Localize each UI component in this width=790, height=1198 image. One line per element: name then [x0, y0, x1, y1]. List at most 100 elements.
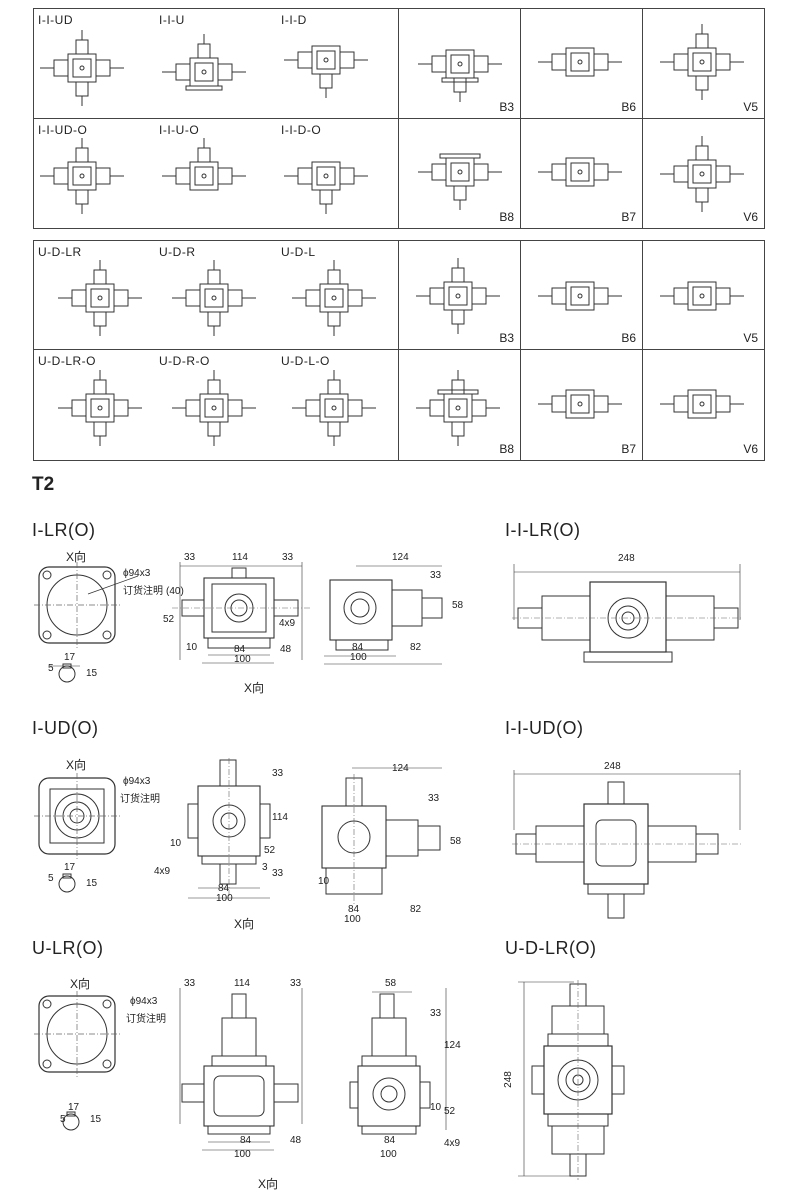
config-label: I-I-U-O: [159, 123, 200, 137]
dim: 10: [186, 642, 198, 653]
drawing-title: I-LR(O): [32, 520, 96, 540]
dim: 52: [163, 614, 175, 625]
front-view-ud: [187, 758, 271, 899]
view-arrow-label: X向: [258, 1177, 279, 1191]
dim: 4x9: [444, 1138, 461, 1149]
gearbox-thumbnail: [162, 138, 246, 191]
dim: 33: [430, 1008, 442, 1019]
dim: 5: [60, 1114, 66, 1125]
dim: 15: [86, 668, 98, 679]
config-label: I-I-D-O: [281, 123, 322, 137]
code-label: B8: [499, 210, 514, 224]
phi-label: ϕ94x3: [123, 568, 151, 579]
cell-b8: B8: [399, 350, 521, 460]
cell-b3: B3: [399, 241, 521, 350]
code-label: B7: [621, 210, 636, 224]
view-label: X向: [66, 758, 87, 772]
dim: 4x9: [279, 618, 296, 629]
front-view-u-lr: [179, 988, 303, 1151]
gearbox-thumbnail: [538, 47, 622, 77]
gearbox-thumbnail: [538, 389, 622, 419]
dim: 10: [318, 876, 330, 887]
config-label: I-I-UD-O: [38, 123, 88, 137]
code-label: V6: [743, 442, 758, 456]
dim: 33: [290, 978, 302, 989]
view-label: X向: [66, 550, 87, 564]
code-label: V5: [743, 331, 758, 345]
drawing-title: I-UD(O): [32, 718, 99, 738]
order-note: 订货注明: [123, 586, 163, 597]
dim: 84: [352, 642, 364, 653]
dim: 84: [240, 1135, 252, 1146]
config-label: U-D-R-O: [159, 354, 210, 368]
gearbox-thumbnail: [660, 24, 744, 100]
gearbox-thumbnail: [538, 157, 622, 187]
drawing-title: I-I-UD(O): [505, 718, 584, 738]
gearbox-thumbnail: [416, 370, 500, 446]
cell-v6: V6: [643, 119, 764, 228]
gearbox-thumbnail: [660, 136, 744, 212]
gearbox-thumbnail: [418, 49, 502, 102]
dim: 52: [444, 1106, 456, 1117]
keyway-detail-3: [62, 1111, 80, 1131]
dim: 124: [444, 1040, 461, 1051]
side-view-ud: [321, 767, 442, 904]
code-label: V5: [743, 100, 758, 114]
dim: 10: [170, 838, 182, 849]
dim: 33: [184, 978, 196, 989]
dim: (40): [166, 586, 184, 597]
view-label: X向: [70, 977, 91, 991]
dim: 17: [68, 1102, 80, 1113]
cell-b8: B8: [399, 119, 521, 228]
phi-label: ϕ94x3: [123, 776, 151, 787]
dim: 84: [234, 644, 246, 655]
cell-group-3: [34, 241, 399, 350]
drawing-title: U-D-LR(O): [505, 938, 597, 958]
code-label: V6: [743, 210, 758, 224]
dim: 100: [350, 652, 367, 663]
dim: 48: [290, 1135, 302, 1146]
section-title: T2: [32, 474, 55, 495]
dim: 100: [380, 1149, 397, 1160]
dim: 33: [272, 868, 284, 879]
dim: 33: [184, 552, 196, 563]
side-view-lr: [324, 565, 443, 665]
drawing-title: U-LR(O): [32, 938, 104, 958]
code-label: B3: [499, 331, 514, 345]
dim: 114: [272, 812, 288, 823]
dim: 15: [86, 878, 98, 889]
gearbox-thumbnail: [660, 281, 744, 311]
phi-label: ϕ94x3: [130, 996, 158, 1007]
dim: 3: [262, 862, 268, 873]
gearbox-thumbnail: [416, 258, 500, 334]
cell-v6: V6: [643, 350, 764, 460]
order-note: 订货注明: [120, 794, 160, 805]
dim: 17: [64, 862, 76, 873]
dim: 124: [392, 552, 409, 563]
dim: 58: [385, 978, 397, 989]
config-label: I-I-D: [281, 13, 307, 27]
gearbox-thumbnail: [538, 281, 622, 311]
code-label: B6: [621, 331, 636, 345]
dim: 248: [502, 1071, 514, 1088]
dim: 248: [618, 553, 635, 564]
config-label: I-I-U: [159, 13, 185, 27]
front-view-ii-ud: [512, 770, 742, 919]
cell-b6: B6: [521, 9, 643, 119]
dim: 58: [450, 836, 462, 847]
dim: 5: [48, 663, 54, 674]
config-label: U-D-R: [159, 245, 196, 259]
gearbox-thumbnail: [162, 34, 246, 91]
drawing-title: I-I-LR(O): [505, 520, 581, 540]
dim: 124: [392, 763, 409, 774]
dim: 84: [218, 883, 230, 894]
cell-b6: B6: [521, 241, 643, 350]
gearbox-thumbnail: [172, 260, 256, 336]
dim: 15: [90, 1114, 102, 1125]
dim: 33: [428, 793, 440, 804]
config-label: U-D-LR: [38, 245, 82, 259]
dim: 52: [264, 845, 276, 856]
cell-b7: B7: [521, 119, 643, 228]
config-label: U-D-L: [281, 245, 316, 259]
code-label: B3: [499, 100, 514, 114]
